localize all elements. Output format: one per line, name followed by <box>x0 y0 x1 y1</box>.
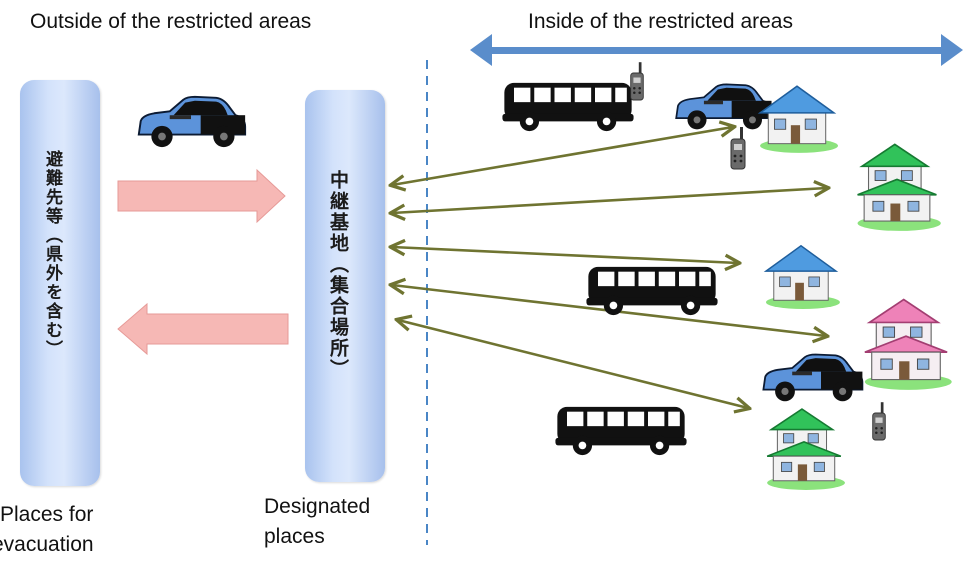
route-arrow <box>392 127 733 185</box>
relay-caption-line1: Designated <box>264 495 371 518</box>
outbound-flow-arrow <box>117 168 286 224</box>
outside-heading: Outside of the restricted areas <box>30 10 312 33</box>
relay-caption: Designated places <box>264 492 370 552</box>
evacuation-place-label: 避難先等（県外を含む） <box>42 150 62 359</box>
bus-icon <box>502 82 634 132</box>
return-flow-arrow <box>117 302 289 356</box>
house-icon <box>856 143 941 232</box>
walkie-talkie-icon <box>872 401 886 441</box>
relay-base-box <box>305 90 385 482</box>
car-icon <box>762 353 864 403</box>
house-icon <box>766 408 845 491</box>
walkie-talkie-icon <box>730 126 746 170</box>
car-icon <box>137 95 247 149</box>
car-icon <box>675 83 773 131</box>
house-icon <box>759 85 838 154</box>
evacuation-caption-line2: evacuation <box>0 533 94 556</box>
walkie-talkie-icon <box>630 61 644 101</box>
inside-range-arrow <box>470 34 963 66</box>
bus-icon <box>586 266 718 316</box>
house-icon <box>765 245 840 310</box>
evacuation-place-box <box>20 80 100 486</box>
route-arrow <box>392 247 738 263</box>
route-arrow <box>398 320 748 408</box>
house-icon <box>863 298 952 391</box>
route-arrow <box>392 188 827 213</box>
route-arrows <box>392 127 827 408</box>
inside-heading: Inside of the restricted areas <box>528 10 793 33</box>
bus-icon <box>555 406 687 456</box>
evacuation-caption-line1: Places for <box>0 503 94 526</box>
evacuation-caption: Places for evacuation <box>0 500 94 560</box>
relay-caption-line2: places <box>264 525 325 548</box>
relay-base-label: 中継基地（集合場所） <box>327 170 349 380</box>
